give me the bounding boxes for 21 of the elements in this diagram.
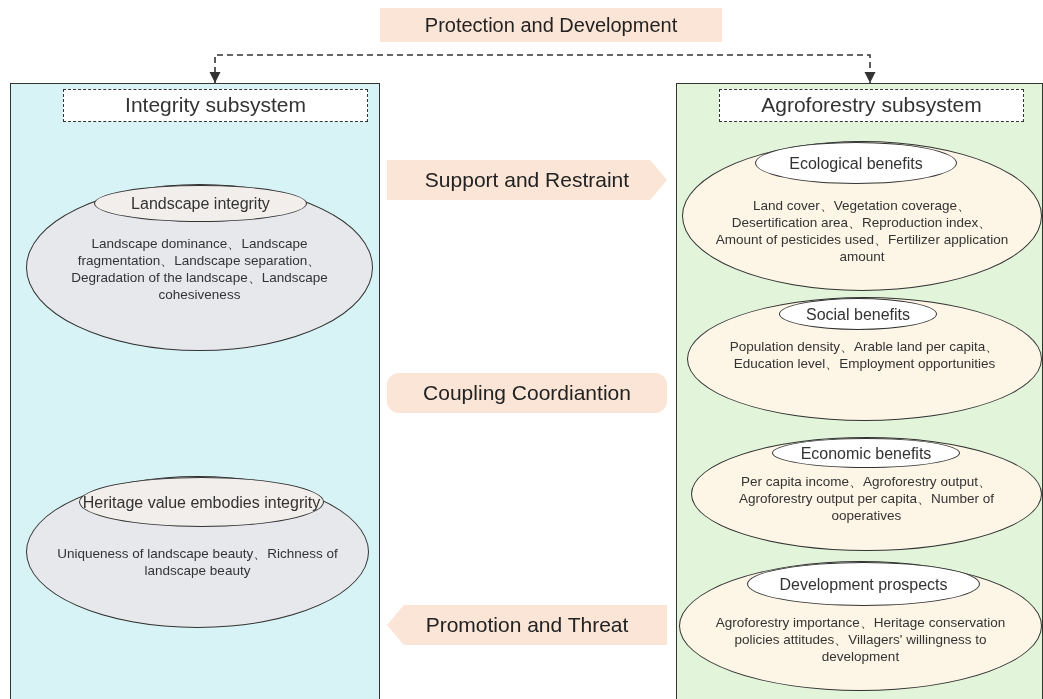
subsystem-panel bbox=[676, 83, 1043, 699]
indicator-text: Landscape dominance、Landscape fragmentation、Landscape separation、Degradation of the landscape、Landscape cohesiveness bbox=[70, 235, 329, 303]
arrow-label: Promotion and Threat bbox=[387, 605, 667, 645]
indicator-text: Population density、Arable land per capita、Education level、Employment opportunities bbox=[728, 338, 1001, 372]
indicator-text: Land cover、Vegetation coverage、Desertification area、Reproduction index、Amount of pesticides used、Fertilizer application amount bbox=[714, 197, 1010, 265]
indicator-text: Per capita income、Agroforestry output、Agroforestry output per capita、Number of ooperatives bbox=[738, 473, 995, 524]
heading-ellipse: Economic benefits bbox=[772, 438, 960, 468]
heading-ellipse: Landscape integrity bbox=[94, 185, 307, 222]
heading-ellipse: Development prospects bbox=[747, 562, 980, 606]
heading-ellipse: Social benefits bbox=[779, 298, 937, 330]
subsystem-panel bbox=[10, 83, 380, 699]
connector-arrow bbox=[209, 54, 876, 84]
title-box: Protection and Development bbox=[380, 8, 722, 42]
indicator-text: Agroforestry importance、Heritage conservation policies attitudes、Villagers' willingness to development bbox=[714, 614, 1007, 665]
subsystem-heading: Integrity subsystem bbox=[63, 89, 368, 122]
arrow-label: Support and Restraint bbox=[387, 160, 667, 200]
heading-ellipse: Heritage value embodies integrity bbox=[79, 477, 324, 527]
relation-box: Coupling Coordiantion bbox=[387, 373, 667, 413]
indicator-text: Uniqueness of landscape beauty、Richness of landscape beauty bbox=[56, 545, 339, 579]
heading-ellipse: Ecological benefits bbox=[755, 142, 957, 184]
subsystem-heading: Agroforestry subsystem bbox=[719, 89, 1024, 122]
